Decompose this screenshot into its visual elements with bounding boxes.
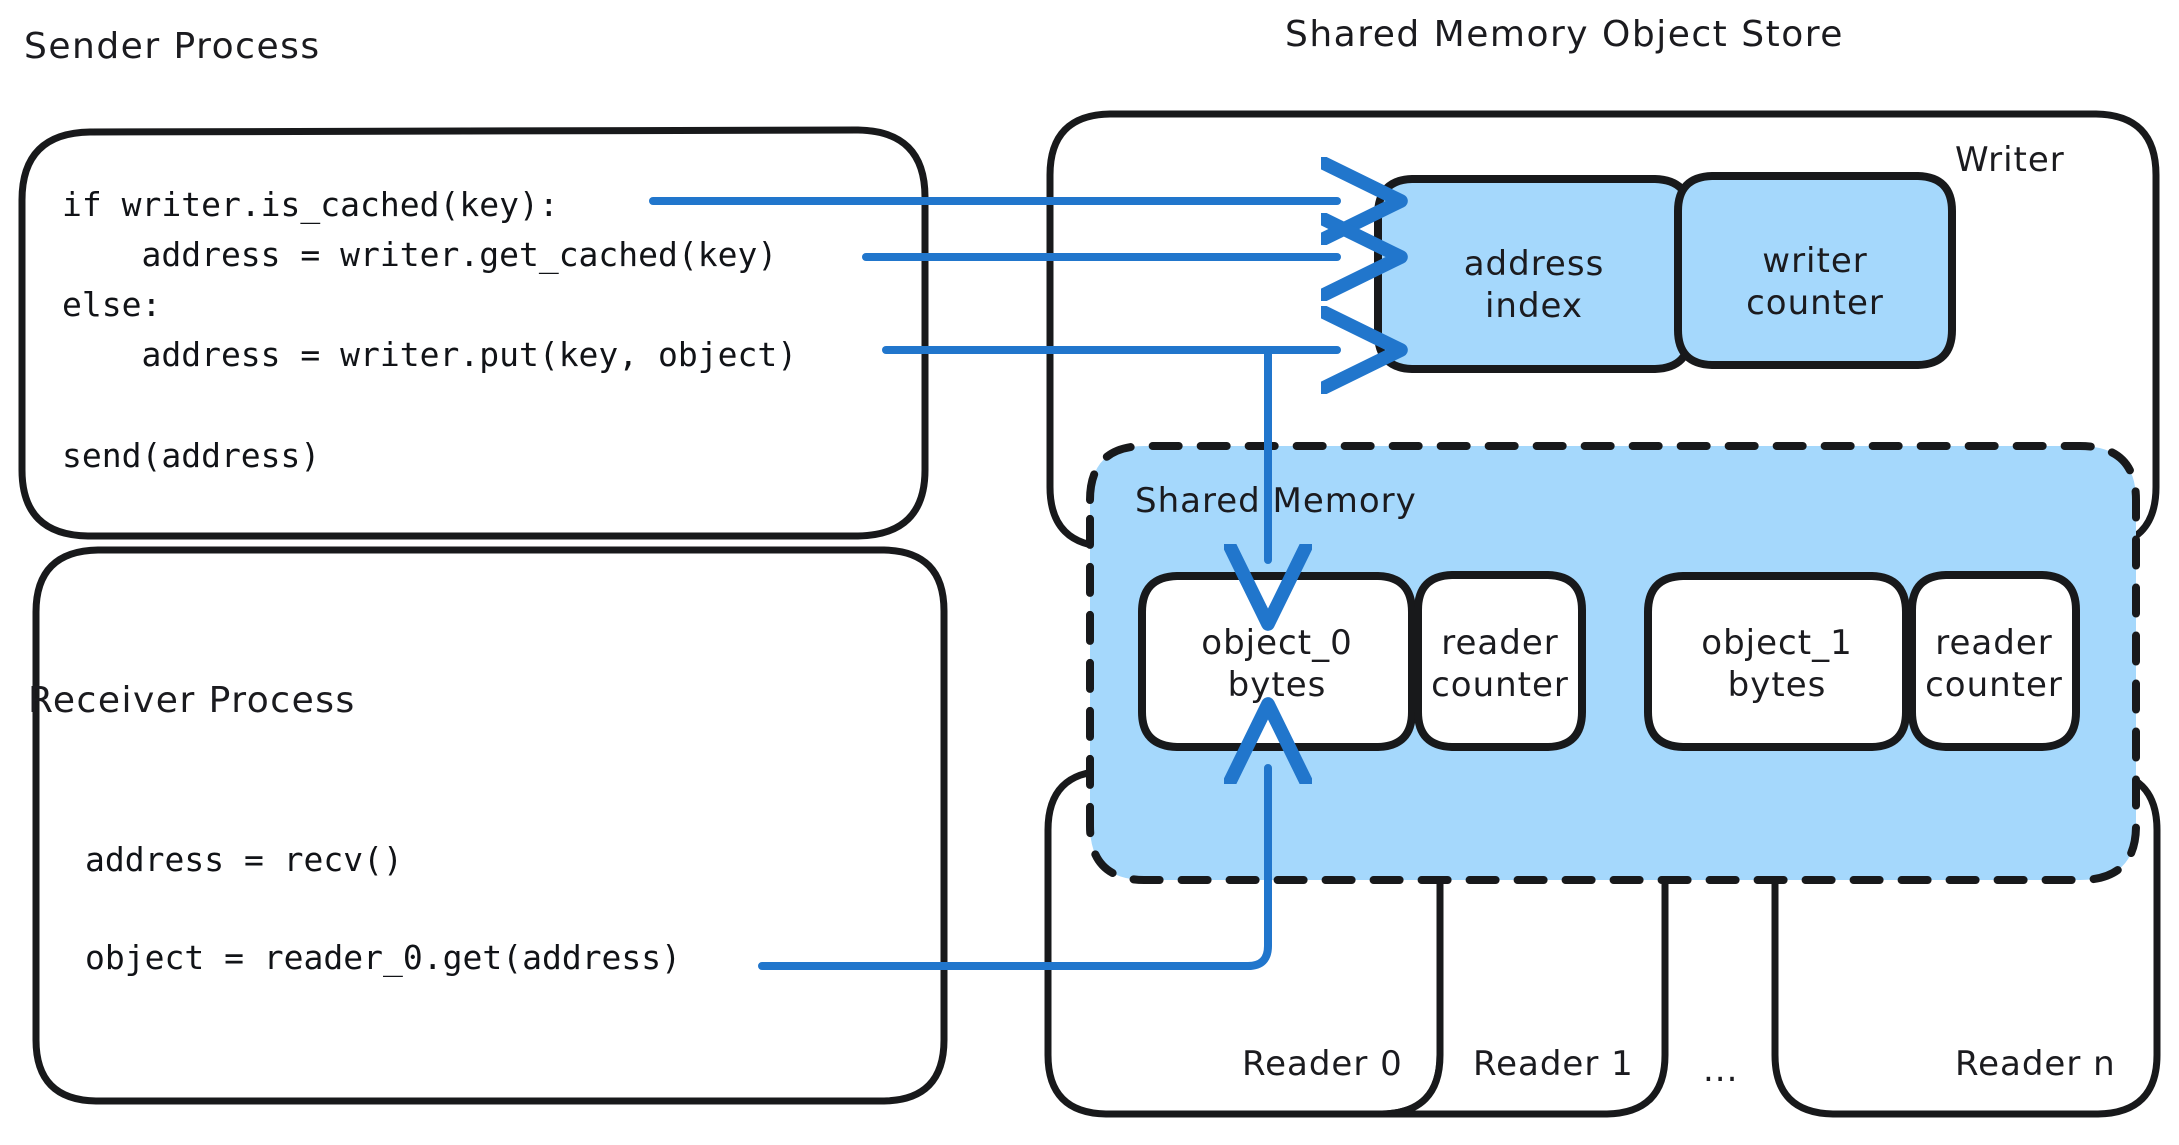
object-1-bytes-label-line-1: object_1 [1701,622,1853,663]
object-0-reader-counter-line-2: counter [1431,665,1569,705]
object-0-bytes-label: object_0 bytes [1142,612,1412,716]
reader-n-label: Reader n [1955,1044,2116,1084]
object-0-reader-counter-line-1: reader [1441,622,1559,663]
reader-1-label: Reader 1 [1473,1044,1634,1084]
object-1-reader-counter-label: reader counter [1904,612,2084,716]
object-1-bytes-label: object_1 bytes [1648,612,1906,716]
shared-memory-panel [1086,442,2140,884]
shared-memory-label: Shared Memory [1135,481,1417,521]
writer-label: Writer [1955,140,2065,180]
object-1-bytes-label-line-2: bytes [1727,665,1827,705]
object-1-reader-counter-line-1: reader [1935,622,2053,663]
writer-counter-label: writer counter [1678,212,1952,352]
receiver-process-box [32,546,948,1105]
writer-counter-label-line-2: counter [1746,283,1884,323]
address-index-label-line-2: index [1484,286,1584,326]
object-0-bytes-box [1138,572,1416,751]
store-heading: Shared Memory Object Store [1285,14,1844,55]
object-0-reader-counter-box [1414,571,1586,751]
receiver-code-line-2: object = reader_0.get(address) [85,938,682,977]
object-0-reader-counter-label: reader counter [1410,612,1590,716]
object-1-bytes-box [1644,572,1910,751]
sender-code-block: if writer.is_cached(key): address = writ… [62,185,798,475]
object-0-bytes-label-line-2: bytes [1227,665,1327,705]
sender-process-box [18,126,929,540]
object-1-reader-counter-line-2: counter [1925,665,2063,705]
address-index-label-line-1: address [1463,243,1605,284]
receiver-code-line-1: address = recv() [85,840,403,879]
reader-0-label: Reader 0 [1242,1044,1403,1084]
object-1-reader-counter-box [1908,571,2080,751]
reader-ellipsis-label: ... [1703,1050,1739,1090]
receiver-process-heading: Receiver Process [28,680,356,721]
address-index-label: address index [1378,215,1690,355]
object-0-bytes-label-line-1: object_0 [1201,622,1353,663]
writer-counter-label-line-1: writer [1762,240,1868,281]
writer-slot-writer-counter [1674,172,1956,369]
sender-process-heading: Sender Process [24,26,321,67]
arrow-reader-get-to-object-0 [758,768,1268,970]
